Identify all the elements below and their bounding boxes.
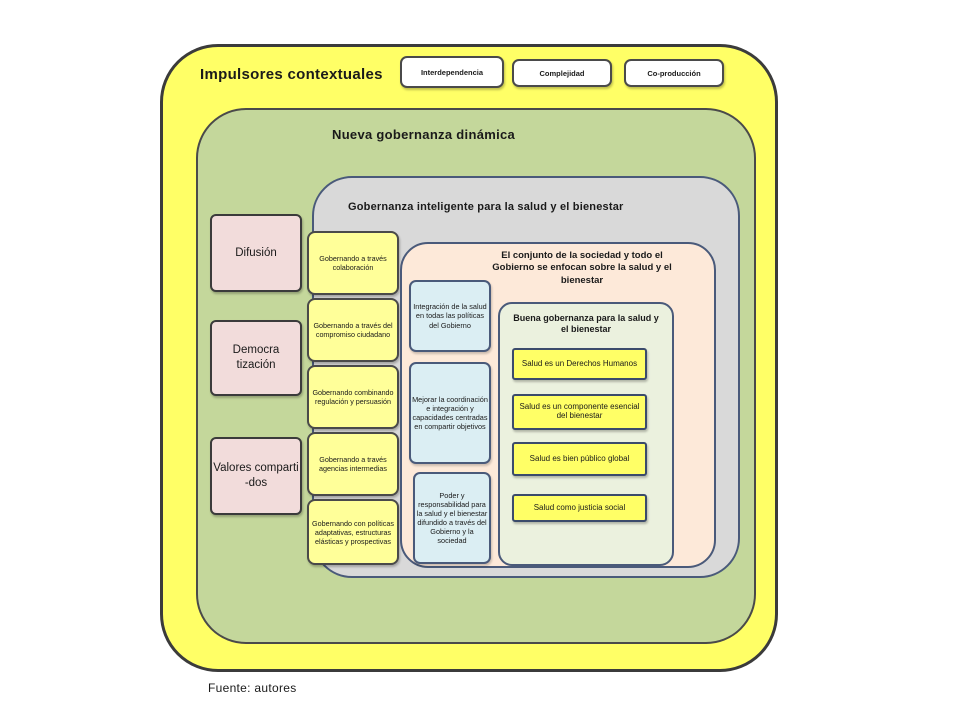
side-box-diffusion: Difusión xyxy=(210,214,302,292)
side-box-shared-values: Valores comparti -dos xyxy=(210,437,302,515)
driver-interdependence: Interdependencia xyxy=(400,56,504,88)
good-governance-title: Buena gobernanza para la salud y el bien… xyxy=(513,313,659,335)
health-public-good-box: Salud es bien público global xyxy=(512,442,647,476)
health-social-justice-box: Salud como justicia social xyxy=(512,494,647,522)
governing-regulation-persuasion-box: Gobernando combinando regulación y persu… xyxy=(307,365,399,429)
governing-intermediate-agencies-box: Gobernando a través agencias intermedias xyxy=(307,432,399,496)
side-box-democratization: Democra tización xyxy=(210,320,302,396)
governing-citizen-engagement-box: Gobernando a través del compromiso ciuda… xyxy=(307,298,399,362)
governing-collaboration-box: Gobernando a través colaboración xyxy=(307,231,399,295)
health-in-all-policies-box: Integración de la salud en todas las pol… xyxy=(409,280,491,352)
dynamic-governance-title: Nueva gobernanza dinámica xyxy=(332,127,516,142)
health-wellbeing-box: Salud es un componente esencial del bien… xyxy=(512,394,647,430)
driver-coproduction: Co-producción xyxy=(624,59,724,87)
driver-complexity: Complejidad xyxy=(512,59,612,87)
good-governance-frame xyxy=(498,302,674,566)
coordination-integration-box: Mejorar la coordinación e integración y … xyxy=(409,362,491,464)
governing-adaptive-policies-box: Gobernando con políticas adaptativas, es… xyxy=(307,499,399,565)
power-responsibility-box: Poder y responsabilidad para la salud y … xyxy=(413,472,491,564)
source-note: Fuente: autores xyxy=(208,681,297,695)
smart-governance-title: Gobernanza inteligente para la salud y e… xyxy=(348,201,624,213)
health-human-rights-box: Salud es un Derechos Humanos xyxy=(512,348,647,380)
contextual-drivers-title: Impulsores contextuales xyxy=(200,66,383,83)
whole-society-title: El conjunto de la sociedad y todo el Gob… xyxy=(492,250,672,286)
